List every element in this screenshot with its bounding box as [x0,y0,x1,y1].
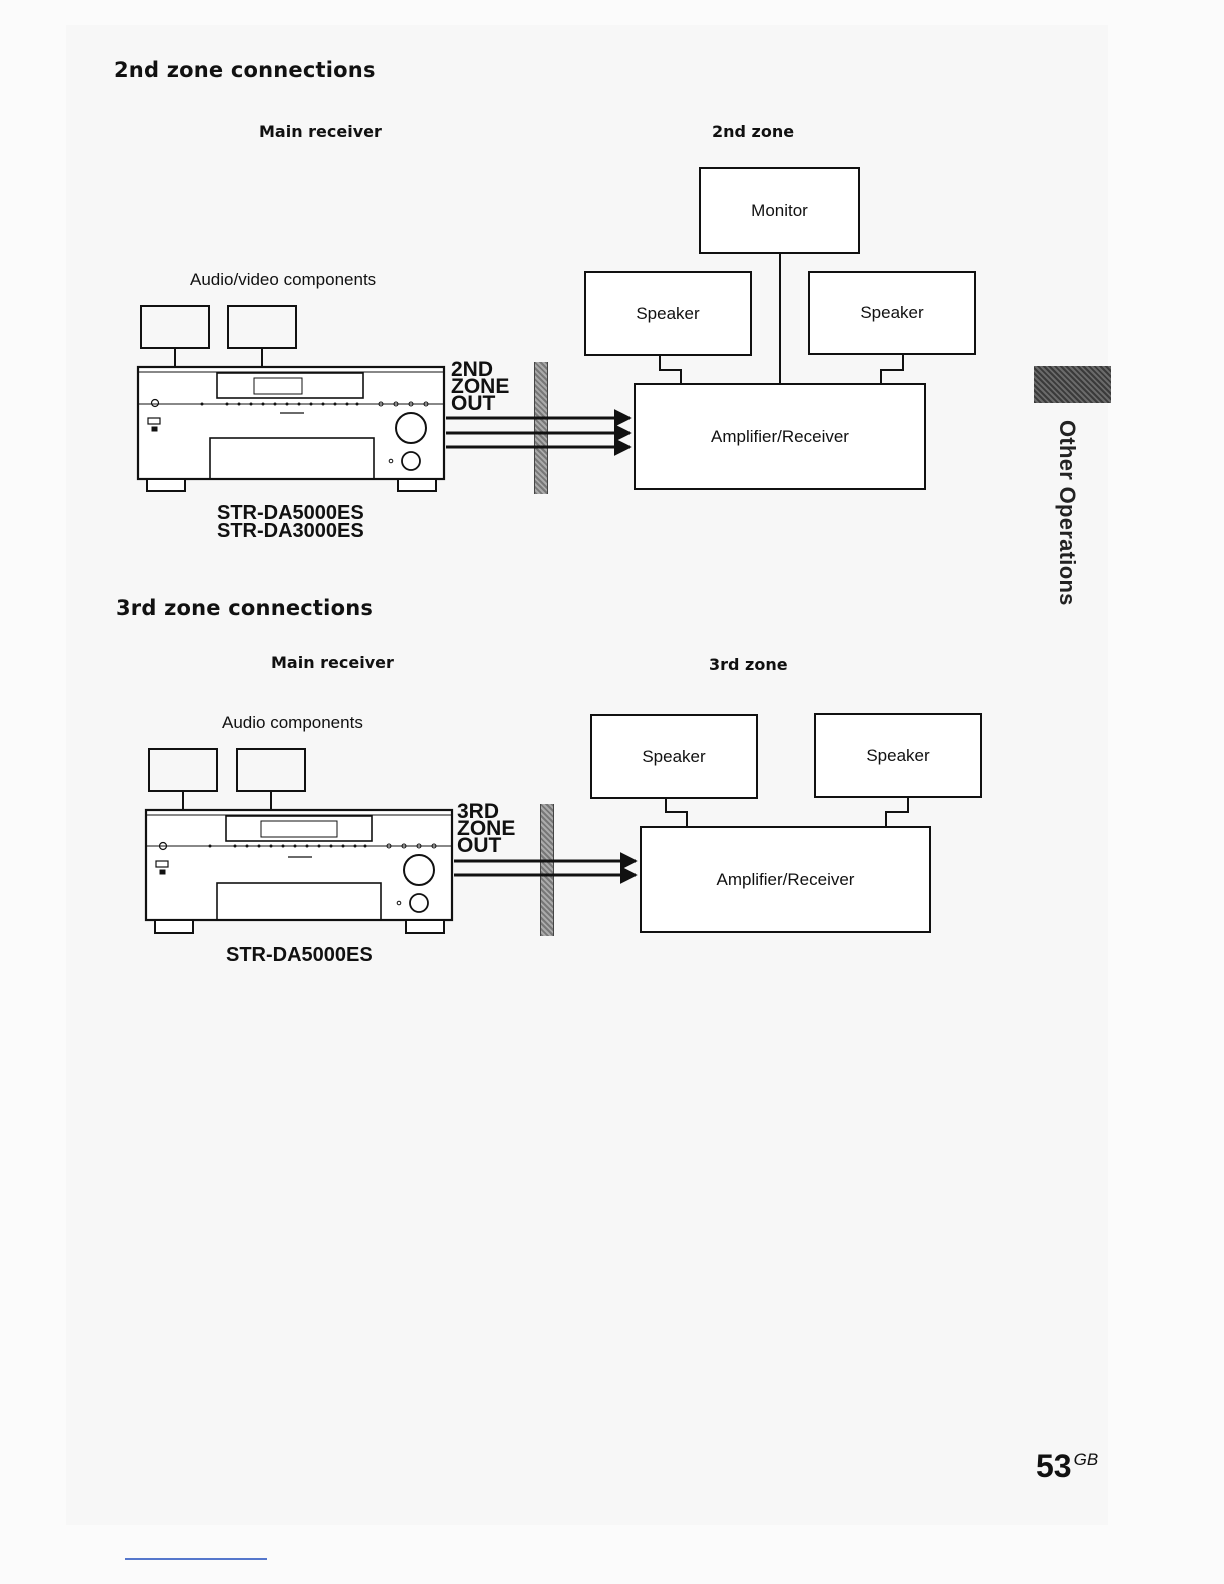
side-section-label: Other Operations [1040,420,1080,620]
receiver-illustration [146,810,452,933]
receiver-illustration [138,367,444,491]
footer-rule [125,1558,267,1560]
section-tab-marker [1034,366,1111,403]
